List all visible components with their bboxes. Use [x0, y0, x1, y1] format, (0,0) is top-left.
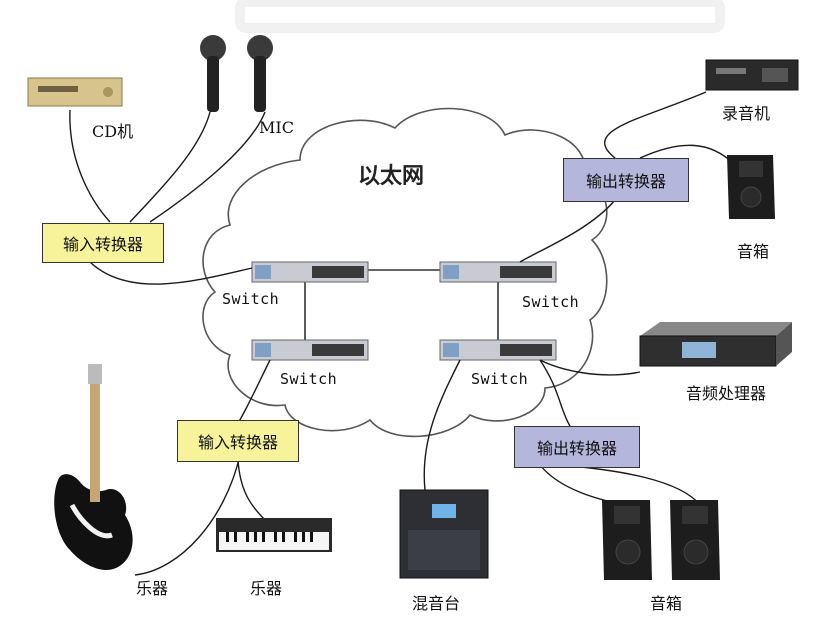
- switch-top-right: [439, 261, 557, 283]
- switch-label: Switch: [280, 370, 338, 388]
- speaker-icon: [602, 500, 652, 580]
- switch-top-left: [251, 261, 369, 283]
- speaker-label: 音箱: [737, 242, 770, 261]
- switch-label: Switch: [471, 370, 529, 388]
- switch-label: Switch: [522, 293, 580, 311]
- audio-processor-icon: [639, 322, 792, 367]
- mixer-icon: [399, 489, 489, 579]
- switch-label: Switch: [222, 290, 280, 308]
- output-converter-box: 输出转换器: [514, 426, 640, 468]
- speaker-label: 音箱: [650, 594, 683, 613]
- speaker-icon: [670, 500, 720, 580]
- switch-bottom-left: [251, 339, 369, 361]
- guitar-label: 乐器: [136, 579, 169, 598]
- audio-processor-label: 音频处理器: [686, 384, 767, 403]
- cables: [69, 91, 736, 576]
- switch-bottom-right: [439, 339, 557, 361]
- keyboard-icon: [216, 518, 332, 552]
- recorder-label: 录音机: [722, 104, 771, 123]
- switch-links: [304, 269, 499, 340]
- input-converter-box: 输入转换器: [42, 223, 164, 263]
- input-converter-box: 输入转换器: [177, 420, 299, 462]
- speaker-icon: [727, 155, 775, 219]
- mic-label: MIC: [259, 118, 294, 137]
- recorder-icon: [705, 59, 799, 91]
- cloud-title: 以太网: [358, 164, 425, 189]
- mixer-label: 混音台: [412, 594, 461, 613]
- watermark: [235, 0, 725, 33]
- output-converter-box: 输出转换器: [563, 158, 689, 202]
- guitar-icon: [54, 364, 133, 570]
- microphone-icon: [247, 35, 273, 112]
- microphone-icon: [200, 35, 226, 112]
- cd-player-icon: [27, 77, 123, 107]
- cd-player-label: CD机: [92, 122, 134, 141]
- keyboard-label: 乐器: [250, 579, 283, 598]
